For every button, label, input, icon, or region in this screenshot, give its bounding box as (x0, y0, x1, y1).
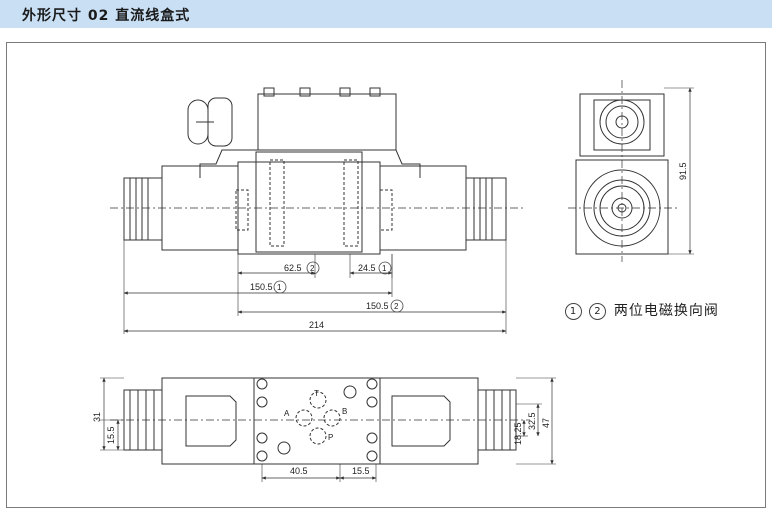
mark-1: 1 (382, 264, 387, 273)
legend-circle-1: 1 (565, 302, 582, 320)
port-label-p: P (328, 433, 333, 442)
dim-24-5: 24.5 (358, 263, 376, 273)
port-t (309, 391, 327, 409)
circle-mark (390, 299, 404, 313)
header-bar: 外形尺寸 02 直流线盒式 (0, 0, 772, 28)
side-solenoid (575, 159, 669, 255)
page-title: 外形尺寸 02 直流线盒式 (22, 8, 191, 24)
port-p (309, 427, 327, 445)
dim-18-25: 18.25 (513, 422, 523, 445)
top-left-solenoid (161, 377, 255, 465)
legend-circle-2: 2 (589, 302, 607, 320)
port-label-a: A (284, 409, 290, 418)
port-b (323, 409, 341, 427)
dim-15-5-w: 15.5 (352, 466, 370, 476)
top-right-knob (477, 389, 517, 451)
side-view (568, 80, 694, 262)
side-terminal-box (579, 93, 665, 157)
dim-31: 31 (92, 412, 102, 422)
dim-62-5: 62.5 (284, 263, 302, 273)
dim-150-5-a: 150.5 (250, 282, 273, 292)
legend: 1 2 两位电磁换向阀 (565, 300, 719, 320)
top-right-solenoid (379, 377, 479, 465)
legend-text: 两位电磁换向阀 (613, 303, 719, 319)
drawing-frame (6, 42, 766, 508)
circle-mark (378, 261, 392, 275)
mark-2b: 2 (394, 302, 399, 311)
dim-32-5: 32.5 (527, 412, 537, 430)
mark-2: 2 (310, 264, 315, 273)
port-label-t: T (314, 389, 319, 398)
circle-mark (306, 261, 320, 275)
mark-1b: 1 (277, 283, 282, 292)
dim-40-5: 40.5 (290, 466, 308, 476)
terminal-box (257, 93, 397, 151)
port-a (295, 409, 313, 427)
dim-47: 47 (541, 418, 551, 428)
dim-150-5-b: 150.5 (366, 301, 389, 311)
dim-15-5-h: 15.5 (106, 426, 116, 444)
front-view (110, 87, 525, 334)
port-label-b: B (342, 407, 347, 416)
dim-91-5: 91.5 (678, 162, 688, 180)
circle-mark (273, 280, 287, 294)
dim-214: 214 (309, 320, 324, 330)
top-view (100, 377, 556, 482)
